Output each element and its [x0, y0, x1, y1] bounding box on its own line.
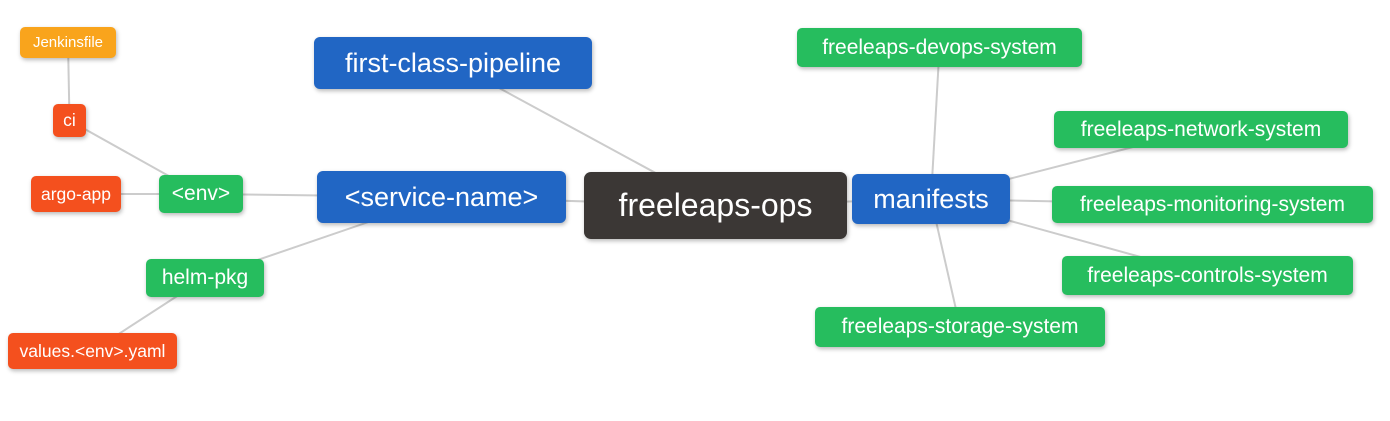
- node-freeleaps-controls-system[interactable]: freeleaps-controls-system: [1062, 256, 1353, 295]
- node-values-yaml[interactable]: values.<env>.yaml: [8, 333, 177, 369]
- node-freeleaps-devops-system[interactable]: freeleaps-devops-system: [797, 28, 1082, 67]
- node-first-class-pipeline[interactable]: first-class-pipeline: [314, 37, 592, 89]
- node-jenkinsfile[interactable]: Jenkinsfile: [20, 27, 116, 58]
- node-freeleaps-storage-system[interactable]: freeleaps-storage-system: [815, 307, 1105, 347]
- node-freeleaps-monitoring-system[interactable]: freeleaps-monitoring-system: [1052, 186, 1373, 223]
- node-ci[interactable]: ci: [53, 104, 86, 137]
- node-argo-app[interactable]: argo-app: [31, 176, 121, 212]
- node-root-freeleaps-ops[interactable]: freeleaps-ops: [584, 172, 847, 239]
- node-manifests[interactable]: manifests: [852, 174, 1010, 224]
- node-env[interactable]: <env>: [159, 175, 243, 213]
- node-service-name[interactable]: <service-name>: [317, 171, 566, 223]
- edge-manifests-devops-system: [930, 47, 941, 200]
- node-freeleaps-network-system[interactable]: freeleaps-network-system: [1054, 111, 1348, 148]
- node-helm-pkg[interactable]: helm-pkg: [146, 259, 264, 297]
